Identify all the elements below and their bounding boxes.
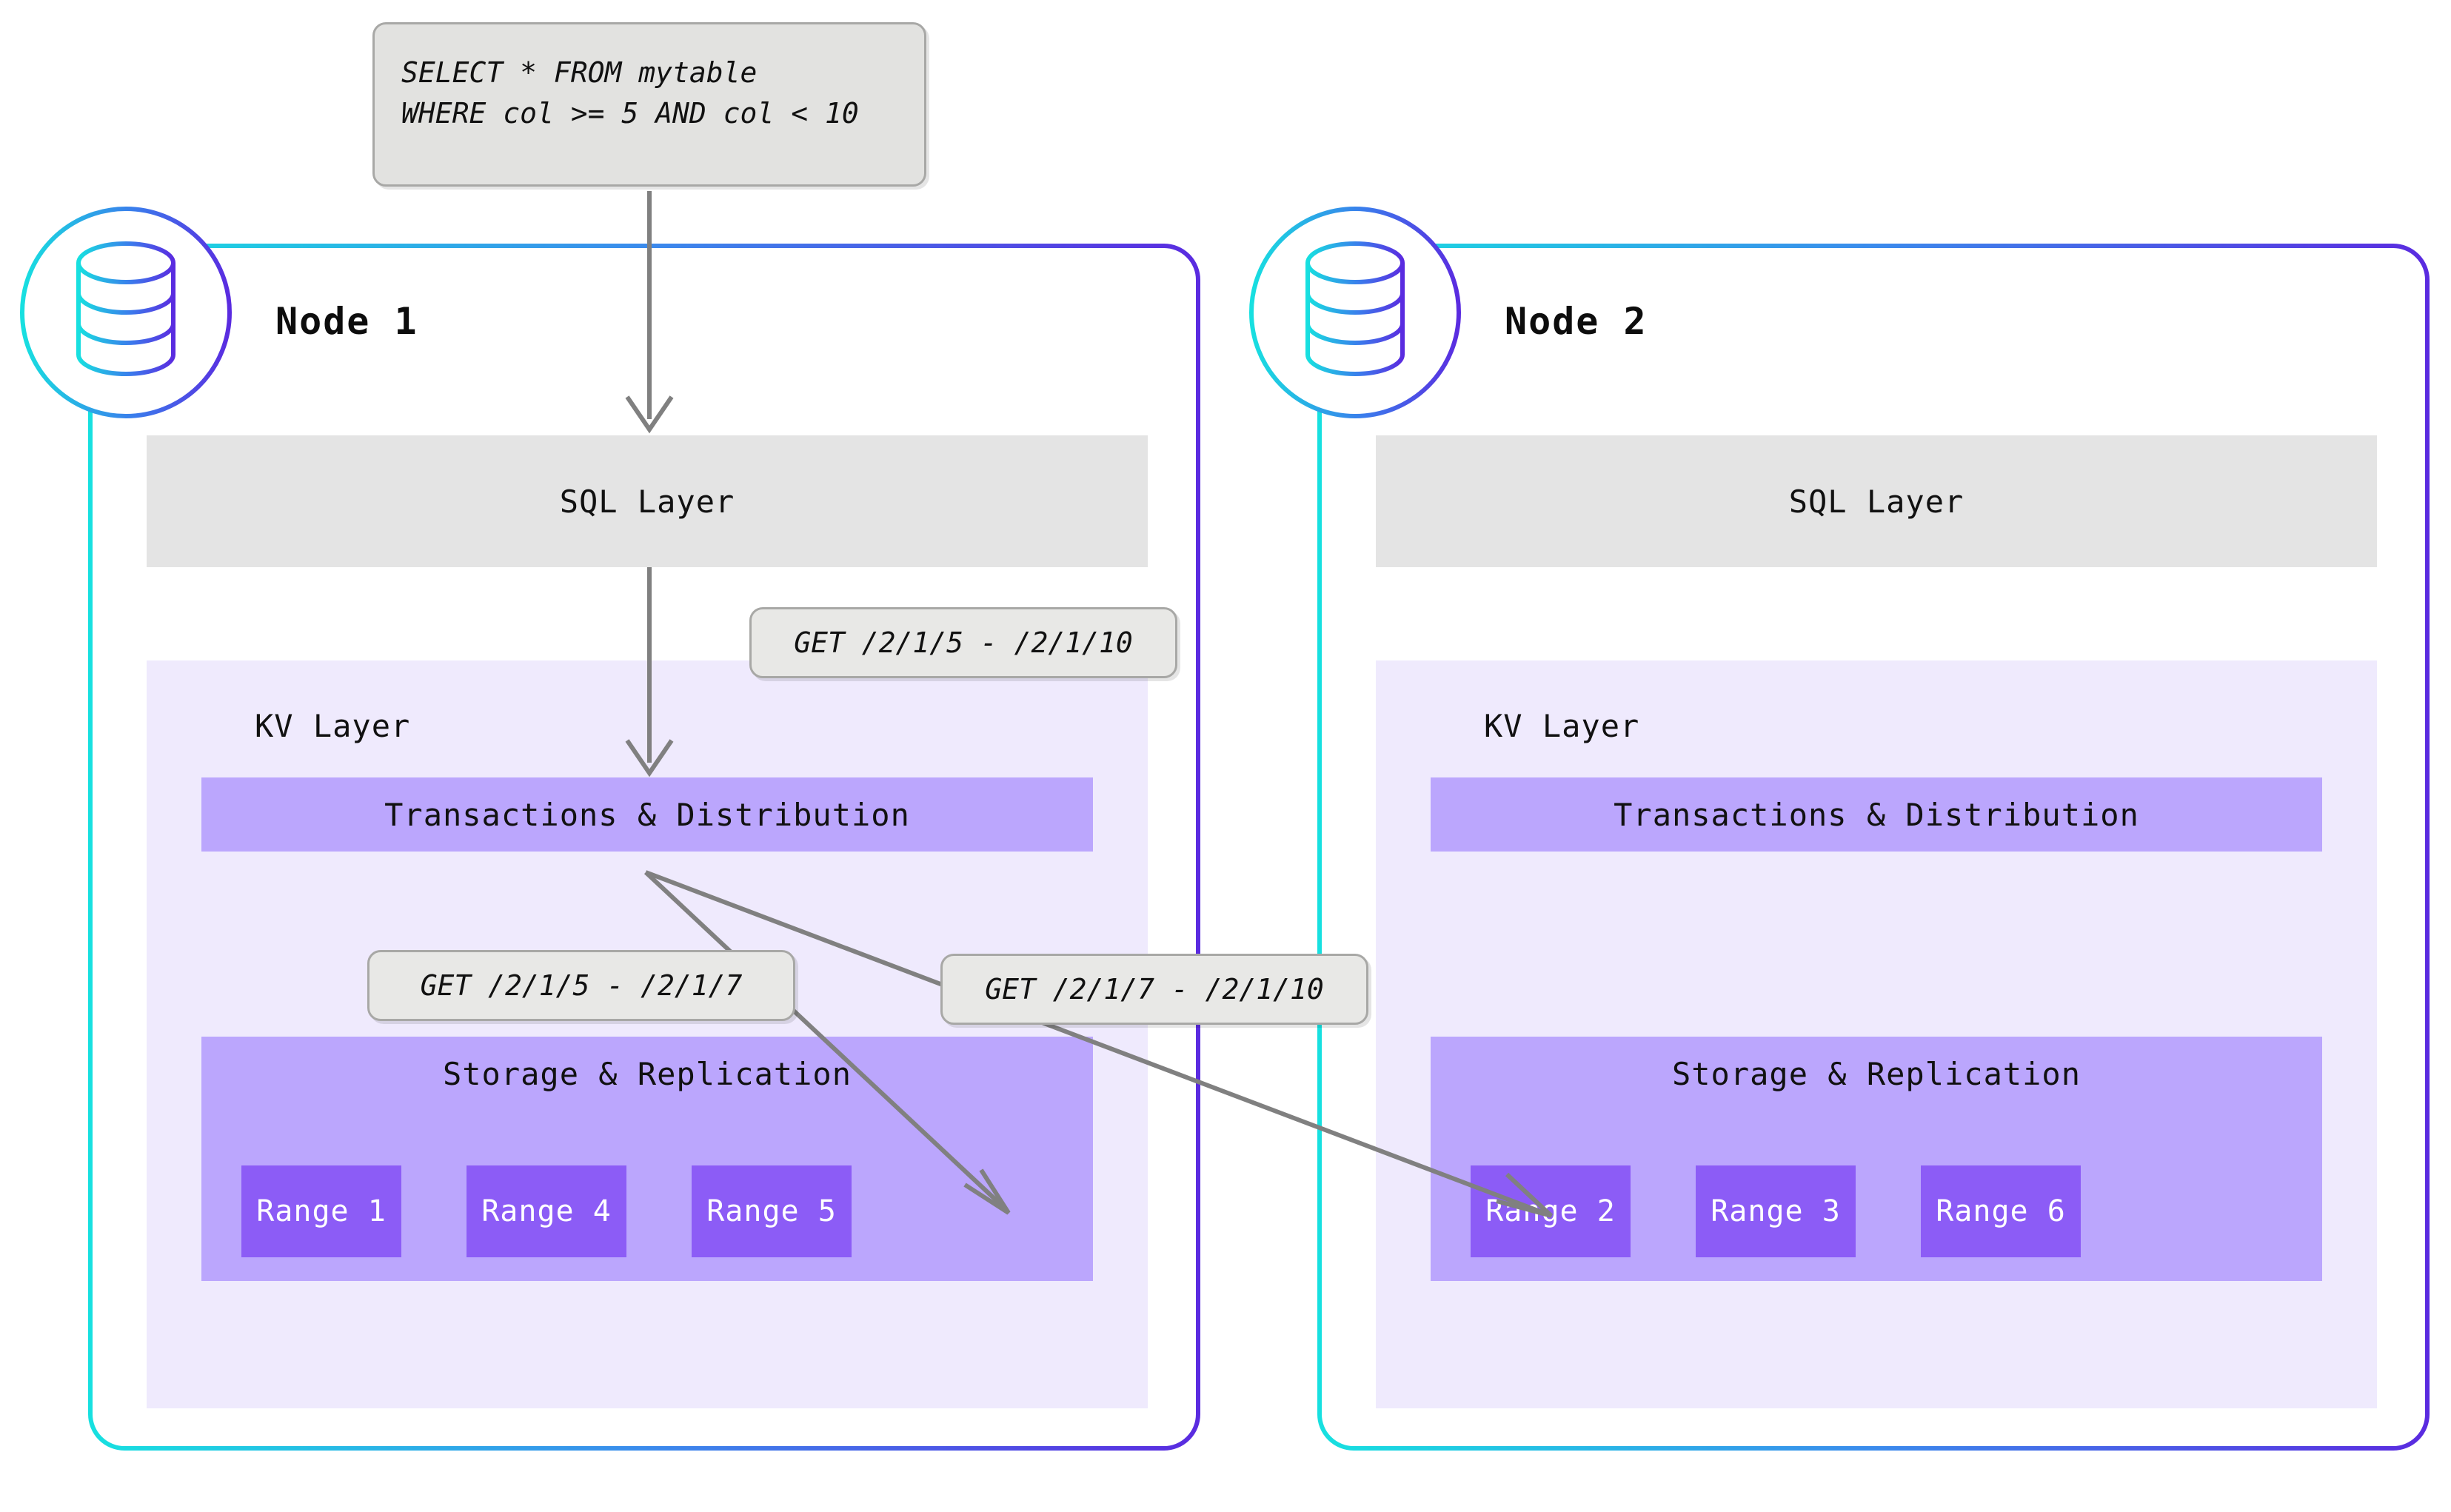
range-box[interactable]: Range 4 bbox=[467, 1165, 626, 1257]
node-2-storage-bar: Storage & Replication Range 2 Range 3 Ra… bbox=[1431, 1037, 2322, 1281]
range-box[interactable]: Range 6 bbox=[1921, 1165, 2081, 1257]
node-2-database-badge bbox=[1244, 201, 1466, 424]
node-2-kv-layer-label: KV Layer bbox=[1484, 708, 1640, 744]
node-1-sql-layer: SQL Layer bbox=[147, 435, 1148, 567]
node-1-range-row: Range 1 Range 4 Range 5 bbox=[201, 1165, 1093, 1257]
node-2-sql-layer: SQL Layer bbox=[1376, 435, 2377, 567]
node-1-storage-label: Storage & Replication bbox=[442, 1056, 852, 1092]
node-1-kv-layer-label: KV Layer bbox=[255, 708, 411, 744]
range-box[interactable]: Range 5 bbox=[692, 1165, 852, 1257]
node-2-range-row: Range 2 Range 3 Range 6 bbox=[1431, 1165, 2322, 1257]
range-box[interactable]: Range 1 bbox=[241, 1165, 401, 1257]
node-1-transactions-label: Transactions & Distribution bbox=[384, 796, 910, 833]
sql-query-box: SELECT * FROM mytable WHERE col >= 5 AND… bbox=[372, 22, 926, 187]
node-2-storage-label: Storage & Replication bbox=[1671, 1056, 2081, 1092]
node-2-sql-layer-label: SQL Layer bbox=[1788, 483, 1965, 520]
range-box[interactable]: Range 2 bbox=[1471, 1165, 1631, 1257]
node-1-sql-layer-label: SQL Layer bbox=[559, 483, 735, 520]
sql-query-line-2: WHERE col >= 5 AND col < 10 bbox=[401, 97, 859, 130]
node-1-storage-bar: Storage & Replication Range 1 Range 4 Ra… bbox=[201, 1037, 1093, 1281]
range-box[interactable]: Range 3 bbox=[1696, 1165, 1856, 1257]
node-1-transactions-bar: Transactions & Distribution bbox=[201, 777, 1093, 852]
node-2-title: Node 2 bbox=[1505, 300, 1648, 343]
node-1-database-badge bbox=[15, 201, 237, 424]
node-2-transactions-bar: Transactions & Distribution bbox=[1431, 777, 2322, 852]
sql-query-line-1: SELECT * FROM mytable bbox=[401, 56, 758, 89]
node-2-kv-layer: KV Layer Transactions & Distribution Sto… bbox=[1376, 660, 2377, 1408]
node-1-title: Node 1 bbox=[275, 300, 418, 343]
node-2-transactions-label: Transactions & Distribution bbox=[1614, 796, 2139, 833]
callout-local-range: GET /2/1/5 - /2/1/7 bbox=[367, 950, 795, 1021]
callout-sql-to-kv: GET /2/1/5 - /2/1/10 bbox=[749, 607, 1177, 678]
node-1-kv-layer: KV Layer Transactions & Distribution Sto… bbox=[147, 660, 1148, 1408]
callout-remote-range: GET /2/1/7 - /2/1/10 bbox=[940, 954, 1368, 1025]
